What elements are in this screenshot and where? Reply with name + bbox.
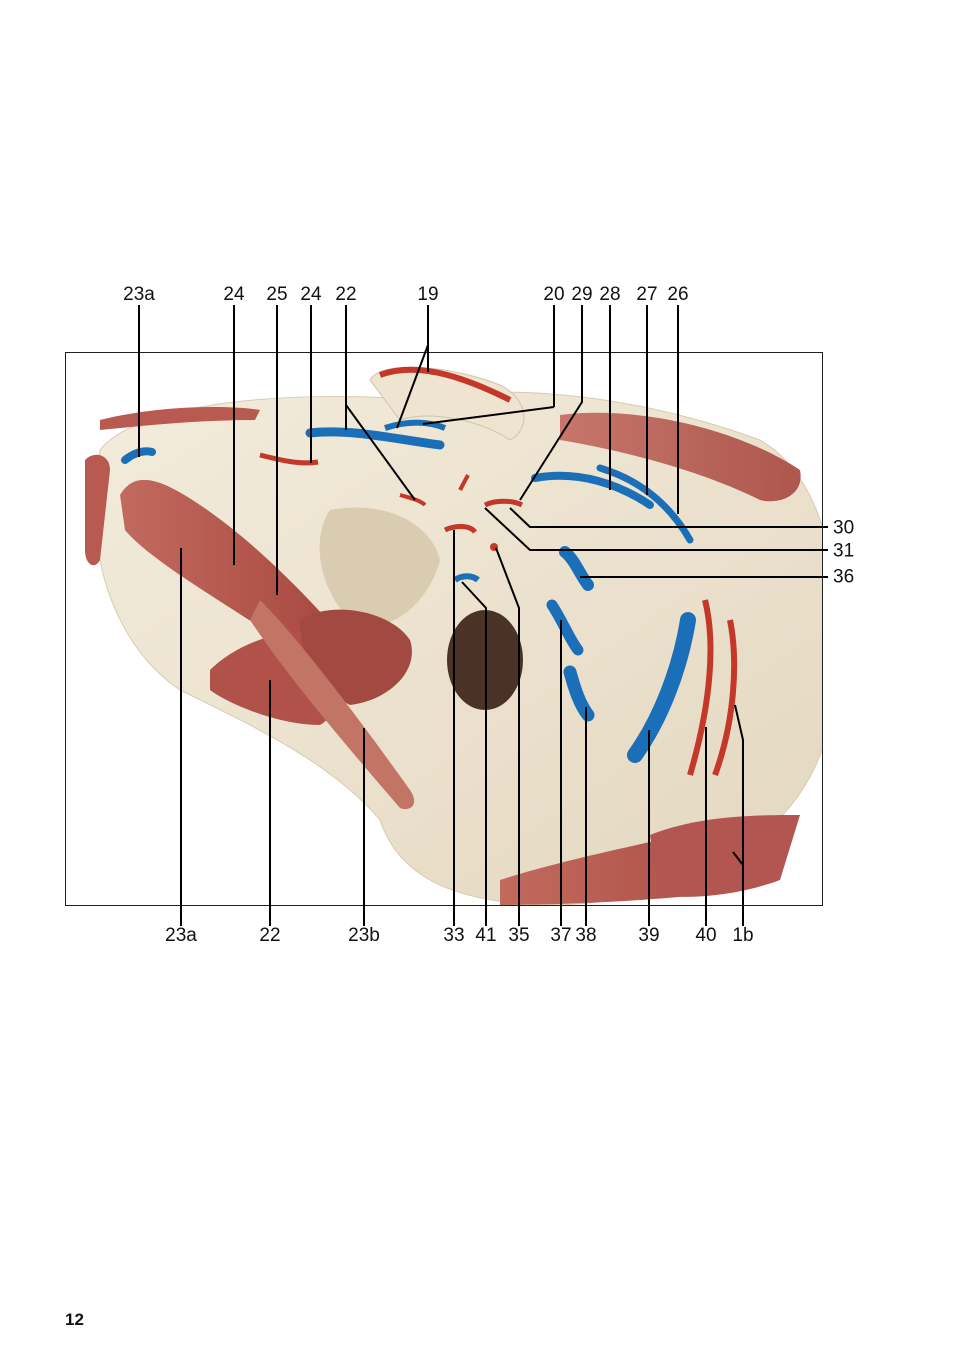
label-bottom-23b: 23b: [348, 925, 380, 946]
label-bottom-37: 37: [550, 925, 572, 946]
label-right-30: 30: [833, 517, 855, 539]
label-bottom-40: 40: [695, 925, 717, 946]
nasal-cavity: [319, 507, 440, 626]
label-top-23a: 23a: [123, 284, 155, 305]
temporalis-muscle: [560, 412, 801, 502]
leader-lines: [138, 305, 828, 926]
label-top-29: 29: [571, 284, 593, 305]
vein-36: [559, 546, 594, 591]
label-right-31: 31: [833, 540, 855, 562]
label-bottom-22: 22: [259, 925, 281, 946]
label-bottom-1b: 1b: [732, 925, 754, 946]
figure-frame: [65, 352, 823, 906]
vein-37: [546, 599, 584, 656]
edge-muscle: [85, 454, 110, 566]
label-bottom-23a: 23a: [165, 925, 197, 946]
vein-28: [531, 471, 654, 509]
artery-small-d: [458, 474, 470, 491]
label-top-26: 26: [667, 284, 689, 305]
artery-40b: [712, 619, 738, 777]
artery-small-b: [483, 498, 524, 508]
vein-27: [596, 464, 694, 544]
masseter-muscle: [120, 479, 345, 654]
stylohyoid-muscle: [250, 600, 415, 810]
artery-24: [259, 452, 319, 466]
artery-40a: [687, 599, 714, 776]
label-top-28: 28: [599, 284, 621, 305]
artery-small-a: [443, 524, 478, 534]
vein-39: [627, 612, 696, 763]
label-bottom-35: 35: [508, 925, 530, 946]
label-right-36: 36: [833, 566, 855, 588]
label-top-22: 22: [335, 284, 357, 305]
label-bottom-38: 38: [575, 925, 597, 946]
vein-22: [305, 427, 445, 450]
label-top-24a: 24: [223, 284, 245, 305]
page-number: 12: [65, 1310, 84, 1329]
label-bottom-39: 39: [638, 925, 660, 946]
label-top-25: 25: [266, 284, 288, 305]
label-top-19: 19: [417, 284, 439, 305]
artery-19: [378, 366, 512, 403]
label-bottom-33: 33: [443, 925, 465, 946]
vein-19: [384, 419, 447, 431]
label-bottom-41: 41: [475, 925, 497, 946]
label-top-24b: 24: [300, 284, 322, 305]
label-top-20: 20: [543, 284, 565, 305]
label-top-27: 27: [636, 284, 658, 305]
trapezius-muscle: [650, 815, 800, 897]
vein-41: [453, 573, 480, 583]
